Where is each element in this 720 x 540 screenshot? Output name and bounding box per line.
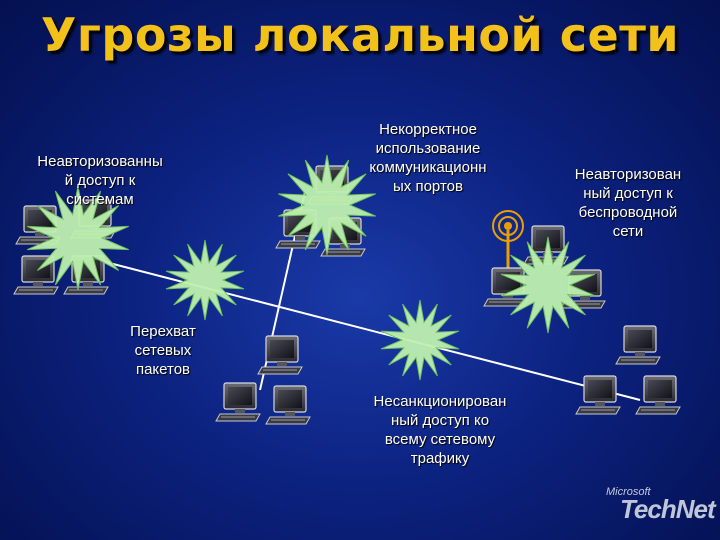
threat-burst-system-access-icon — [27, 185, 129, 291]
label-port-misuse: Некорректное использование коммуникацион… — [369, 121, 487, 195]
computer-icon — [575, 375, 621, 415]
label-wireless-access: Неавторизован ный доступ к беспроводной … — [574, 166, 682, 240]
threat-burst-ports-icon — [278, 154, 376, 256]
backbone-link — [89, 257, 641, 401]
logo-brand: Microsoft — [606, 486, 651, 498]
computer-icon — [215, 382, 261, 422]
technet-logo: Microsoft TechNet — [600, 486, 716, 526]
computer-icon — [265, 385, 311, 425]
threat-bursts — [27, 154, 595, 381]
computer-icon — [635, 375, 681, 415]
label-unauthorized-system-access: Неавторизованны й доступ к системам — [37, 153, 163, 208]
threat-burst-packets-icon — [165, 239, 245, 321]
wireless-antenna-icon — [492, 210, 524, 242]
label-traffic-access: Несанкционирован ный доступ ко всему сет… — [373, 393, 507, 467]
logo-product: TechNet — [620, 494, 716, 524]
page-title: Угрозы локальной сети — [40, 8, 680, 62]
computer-icon — [615, 325, 661, 365]
label-packet-interception: Перехват сетевых пакетов — [130, 323, 196, 378]
threat-burst-traffic-icon — [380, 299, 460, 381]
computer-icon — [257, 335, 303, 375]
threat-burst-wireless-icon — [501, 236, 595, 334]
